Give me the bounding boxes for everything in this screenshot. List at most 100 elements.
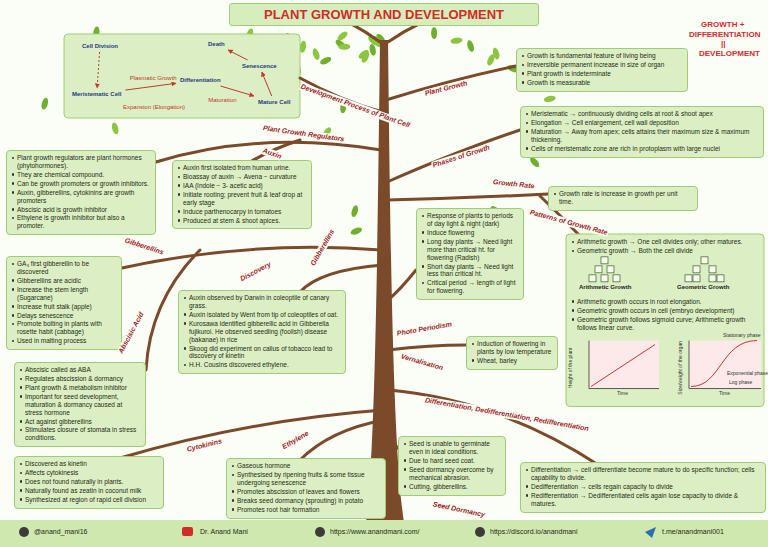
flow-step: Differentiation bbox=[178, 76, 223, 84]
info-box: Meristematic → continuously dividing cel… bbox=[520, 106, 764, 158]
bullet-text: Plant growth is indeterminate bbox=[521, 70, 683, 78]
bullet-text: Promote bolting in plants with rosette h… bbox=[11, 320, 117, 336]
bullet-text: Promotes abscission of leaves and flower… bbox=[231, 488, 381, 496]
bullet-text: Produced at stem & shoot apices. bbox=[177, 217, 307, 225]
growth-graph bbox=[589, 341, 659, 389]
branch-label: Seed Dormancy bbox=[431, 500, 486, 519]
branch-label: Plant Growth Regulators bbox=[261, 124, 345, 144]
edge-label: Plasmatic Growth bbox=[129, 75, 178, 82]
figure-label: Size/weight of the organ bbox=[678, 341, 684, 395]
bullet-text: Naturally found as zeatin in coconut mil… bbox=[19, 487, 159, 495]
cell-division-figure bbox=[693, 275, 700, 282]
info-box: Auxin first isolated from human urine.Bi… bbox=[172, 160, 312, 229]
bullet-text: Plant growth & metabolism inhibitor bbox=[19, 384, 141, 392]
figure-label: Expansion (Elongation) bbox=[122, 104, 186, 111]
cell-division-figure bbox=[709, 266, 716, 273]
info-box: Plant growth regulators are plant hormon… bbox=[6, 150, 156, 235]
flow-arrow bbox=[125, 83, 176, 90]
bullet-text: Seed is unable to germinate even in idea… bbox=[403, 440, 501, 456]
bullet-text: Redifferentiation → Dedifferentiated cel… bbox=[525, 492, 761, 508]
title-banner: PLANT GROWTH AND DEVELOPMENT bbox=[229, 3, 539, 26]
bullet-text: Arithmetic growth occurs in root elongat… bbox=[571, 298, 759, 306]
tree-branch bbox=[388, 345, 466, 350]
heading-text: DIFFERENTIATION bbox=[688, 30, 761, 39]
step-text: Cell Division bbox=[82, 43, 118, 49]
figure-label: Geometric Growth bbox=[677, 284, 729, 291]
bullet-text: Auxin first isolated from human urine. bbox=[177, 164, 307, 172]
leaf bbox=[350, 226, 363, 236]
branch-label: Auxin bbox=[261, 146, 284, 161]
bullet-text: Growth is measurable bbox=[521, 79, 683, 87]
bullet-text: Meristematic → continuously dividing cel… bbox=[525, 110, 759, 118]
flow-arrow bbox=[228, 50, 248, 60]
footer-text: Dr. Anand Mani bbox=[200, 528, 248, 536]
bullet-text: Seed dormancy overcome by mechanical abr… bbox=[403, 466, 501, 482]
leaf bbox=[350, 205, 359, 218]
footer-band bbox=[182, 527, 193, 536]
leaf bbox=[431, 27, 437, 39]
info-box: Differentiation → cell differentiate bec… bbox=[520, 462, 766, 513]
info-box: Growth rate is increase in growth per un… bbox=[548, 186, 698, 211]
flow-step: Cell Division bbox=[80, 42, 120, 50]
growth-graph bbox=[589, 341, 659, 389]
tree-branch bbox=[250, 140, 300, 162]
bullet-text: Due to hard seed coat. bbox=[403, 457, 501, 465]
figure-space bbox=[571, 256, 759, 298]
bullet-text: Synthesised by ripening fruits & some ti… bbox=[231, 471, 381, 487]
bullet-text: Initiate rooting; prevent fruit & leaf d… bbox=[177, 191, 307, 207]
cell-division-figure bbox=[589, 275, 596, 282]
bullet-text: They are chemical compound. bbox=[11, 171, 151, 179]
cell-division-figure bbox=[701, 257, 708, 264]
figure-label: Stationary phase bbox=[723, 333, 761, 339]
footer-band bbox=[475, 527, 485, 537]
bullet-text: Bioassay of auxin → Avena − curvature bbox=[177, 173, 307, 181]
bullet-text: Promotes root hair formation bbox=[231, 506, 381, 514]
branch-label: Development Process of Plant Cell bbox=[299, 82, 412, 130]
flow-step: Senescence bbox=[240, 62, 279, 70]
bullet-text: Dedifferentiation → cells regain capacit… bbox=[525, 483, 761, 491]
bullet-text: Breaks seed dormancy (sprouting) in pota… bbox=[231, 497, 381, 505]
branch-label: Patterns of Growth Rate bbox=[528, 208, 609, 237]
info-box: Auxin observed by Darwin in coleoptile o… bbox=[178, 290, 346, 374]
cell-panel bbox=[64, 34, 300, 118]
leaf bbox=[40, 97, 49, 110]
info-box: Abscisic called as ABARegulates abscissi… bbox=[14, 362, 146, 447]
cell-division-figure bbox=[589, 257, 724, 282]
branch-label: Differentiation, Dedifferentiation, Redi… bbox=[423, 396, 590, 433]
figure-label: Time bbox=[719, 391, 730, 397]
footer-text: @anand_mani16 bbox=[34, 528, 87, 536]
tree-branch bbox=[387, 130, 520, 182]
bullet-text: Geometric growth occurs in cell (embryo … bbox=[571, 307, 759, 315]
bullet-text: Abscisic called as ABA bbox=[19, 366, 141, 374]
bullet-text: Affects cytokinesis bbox=[19, 469, 159, 477]
tree-branch bbox=[386, 66, 516, 100]
leaf bbox=[528, 156, 540, 169]
bullet-text: Kurosawa identified gibberellic acid in … bbox=[183, 320, 341, 344]
bullet-text: Maturation → Away from apex; cells attai… bbox=[525, 128, 759, 144]
bullet-text: Does not found naturally in plants. bbox=[19, 478, 159, 486]
bullet-text: IAA (Indole − 3- acetic acid) bbox=[177, 182, 307, 190]
bullet-text: Auxin isolated by Went from tip of coleo… bbox=[183, 311, 341, 319]
heading-text: || bbox=[720, 39, 726, 48]
footer-band bbox=[19, 527, 29, 537]
bullet-text: Differentiation → cell differentiate bec… bbox=[525, 466, 761, 482]
branch-label: Gibberellins bbox=[123, 236, 166, 257]
heading-text: DEVELOPMENT bbox=[698, 49, 761, 58]
flow-step: Mature Cell bbox=[256, 98, 292, 106]
step-text: Differentiation bbox=[180, 77, 221, 83]
branch-label: Discovery bbox=[238, 260, 273, 284]
bullet-text: Abscisic acid is growth inhibitor bbox=[11, 206, 151, 214]
growth-graph bbox=[691, 341, 757, 387]
bullet-text: Auxin observed by Darwin in coleoptile o… bbox=[183, 294, 341, 310]
bullet-text: GA₃ first gibberellin to be discovered bbox=[11, 260, 117, 276]
footer-band bbox=[645, 527, 656, 538]
footer-text: t.me/anandmani001 bbox=[662, 528, 724, 536]
figure-label: Exponential phase bbox=[727, 371, 768, 377]
bullet-text: Response of plants to periods of day lig… bbox=[421, 212, 519, 228]
step-text: Meristematic Cell bbox=[72, 91, 121, 97]
flow-arrow bbox=[221, 86, 255, 96]
tree-branch bbox=[120, 410, 383, 458]
info-box: GA₃ first gibberellin to be discoveredGi… bbox=[6, 256, 122, 350]
branch-label: Cytokinins bbox=[185, 437, 224, 454]
cell-division-figure bbox=[595, 266, 602, 273]
